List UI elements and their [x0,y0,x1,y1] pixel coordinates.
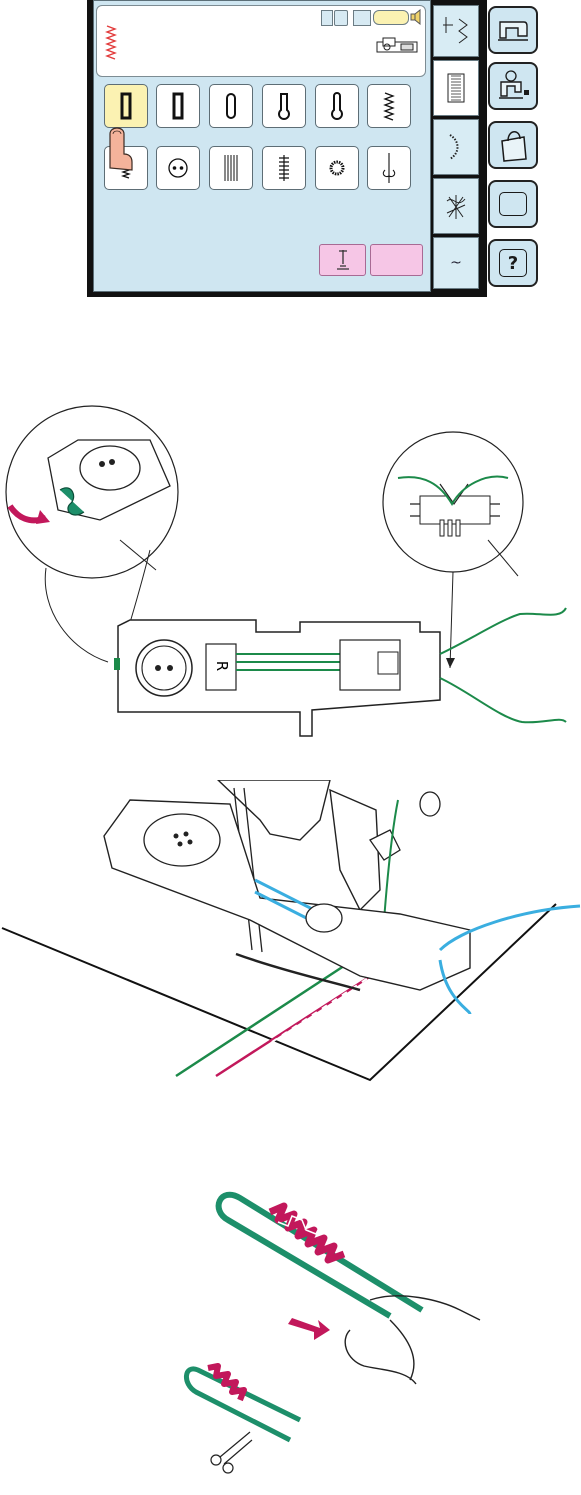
cord-loop-small [186,1369,300,1440]
keyhole-round-buttonhole-button[interactable] [315,84,359,128]
buttonhole-foot-body: R [114,608,566,736]
help-key-label: ? [508,253,518,274]
blank-key[interactable] [488,180,538,228]
foot-letter: R [213,661,231,671]
keyhole-buttonhole-button[interactable] [262,84,306,128]
keyhole-buttonhole-icon [276,92,292,120]
foot-on-fabric-view [0,780,581,1100]
hand-pointer-icon [104,124,136,172]
square-buttonhole-button[interactable] [104,84,148,128]
stretch-buttonhole-icon [382,91,396,121]
help-icon: ? [499,249,527,277]
embroidery-machine-icon [495,68,531,104]
buttonhole-stitch-preview-icon [105,24,117,62]
pull-arrow [288,1318,330,1340]
needle-position-icon [321,10,333,26]
button-sewing-button[interactable] [156,146,200,190]
thread-tension-icon [334,10,348,26]
more-tab[interactable]: ~ [433,237,479,289]
needle-icon [334,249,352,271]
blank-action-button[interactable] [370,244,423,276]
darning-icon [223,153,239,183]
keyhole-round-buttonhole-icon [329,92,345,120]
round-end-buttonhole-icon [224,92,238,120]
buttonhole-stitch-small [208,1366,244,1400]
applique-icon [443,191,469,221]
decorative-stitch-icon [446,133,466,161]
status-panel [96,5,426,77]
sewing-machine-icon [496,16,530,44]
square-buttonhole-icon [119,92,133,120]
presser-foot-lift-button[interactable] [319,244,366,276]
help-key[interactable]: ? [488,239,538,287]
utility-stitch-icon [441,13,471,49]
buttonhole-tab-icon [447,73,465,103]
stretch-buttonhole-button[interactable] [367,84,411,128]
corded-icon [379,152,399,184]
button-sewing-icon [167,157,189,179]
buttonhole-foot-icon [373,34,423,58]
bar-tack-icon [277,153,291,183]
speed-bar[interactable] [373,10,409,25]
machine-settings-key[interactable] [488,6,538,54]
embroidery-machine-key[interactable] [488,62,538,110]
more-tab-label: ~ [450,255,462,271]
scissors-icon [211,1432,252,1473]
bag-key[interactable] [488,121,538,169]
eyelet-icon [327,158,347,178]
applique-tab[interactable] [433,178,479,234]
buttonhole-foot-top-view: R [0,400,581,760]
standard-buttonhole-button[interactable] [156,84,200,128]
bar-tack-button[interactable] [262,146,306,190]
darning-button[interactable] [209,146,253,190]
cord-loop [219,1195,422,1316]
cord-finishing-view [180,1170,500,1490]
buttonhole-tab[interactable] [433,60,479,116]
blank-key-icon [499,192,527,216]
sound-icon[interactable] [410,9,424,25]
presser-foot-icon [353,10,371,26]
round-end-buttonhole-button[interactable] [209,84,253,128]
decorative-stitch-tab[interactable] [433,119,479,175]
utility-stitch-tab[interactable] [433,5,479,57]
corded-stitch-button[interactable] [367,146,411,190]
eyelet-button[interactable] [315,146,359,190]
bag-icon [496,127,530,163]
standard-buttonhole-icon [171,92,185,120]
hand-icon [345,1296,480,1384]
